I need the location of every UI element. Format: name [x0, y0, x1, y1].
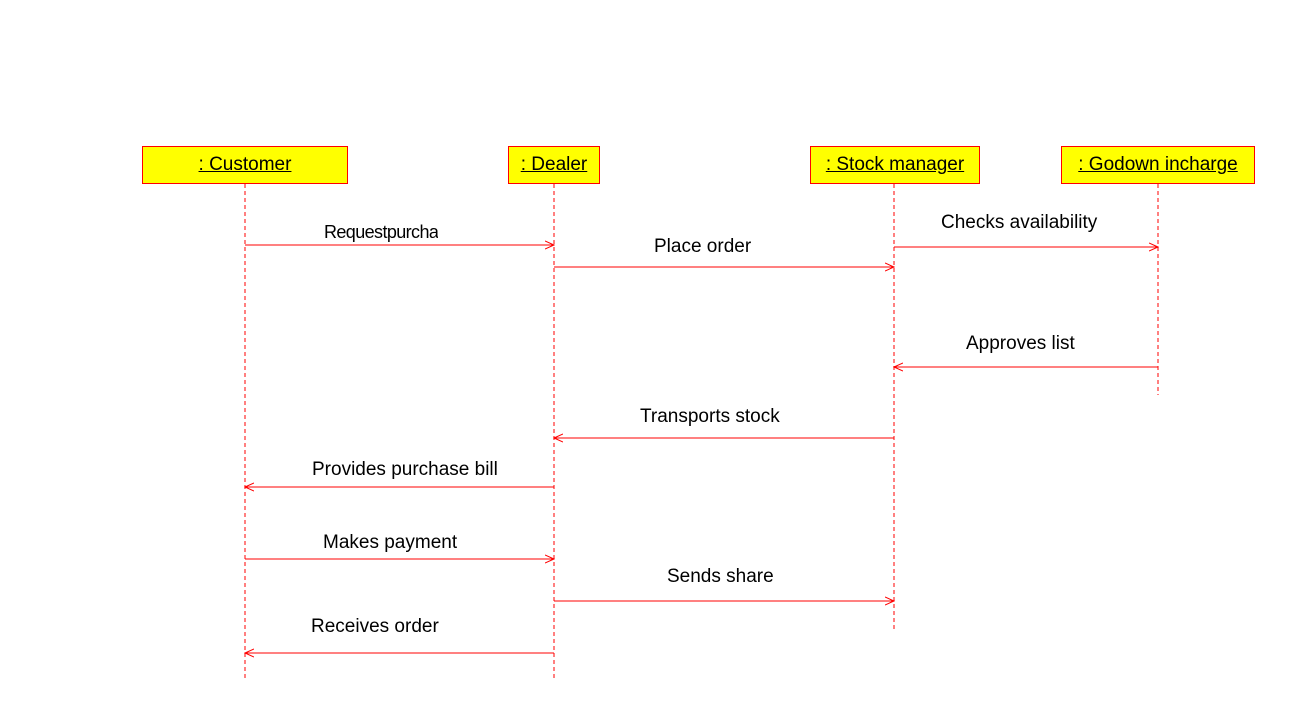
actor-godown-incharge: : Godown incharge: [1061, 146, 1255, 184]
message-label-approves-list: Approves list: [966, 333, 1075, 354]
message-label-provides-purchase-bill: Provides purchase bill: [312, 459, 498, 480]
message-label-transports-stock: Transports stock: [640, 406, 780, 427]
actor-customer: : Customer: [142, 146, 348, 184]
message-label-request-purchase: Requestpurchase: [324, 222, 438, 242]
message-label-receives-order: Receives order: [311, 616, 439, 637]
actor-stock-manager: : Stock manager: [810, 146, 980, 184]
message-label-makes-payment: Makes payment: [323, 532, 458, 553]
message-label-checks-availability: Checks availability: [941, 212, 1098, 233]
message-label-place-order: Place order: [654, 236, 752, 257]
message-label-sends-share: Sends share: [667, 566, 774, 587]
actor-dealer: : Dealer: [508, 146, 600, 184]
